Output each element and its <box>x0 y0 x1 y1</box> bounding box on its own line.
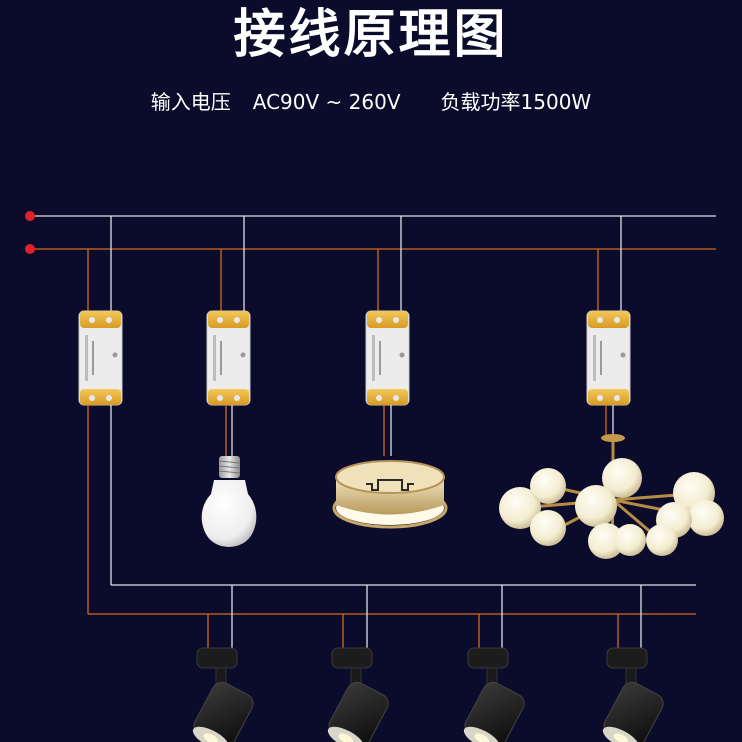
bulb-icon <box>201 456 257 547</box>
track-spotlight-icon <box>602 647 664 742</box>
controllers <box>78 310 631 406</box>
drop-wires <box>87 216 622 311</box>
track-spotlight-icon <box>192 647 254 742</box>
controller-module <box>206 310 251 406</box>
bus-wires <box>25 211 716 254</box>
track-spotlight-icon <box>327 647 389 742</box>
track-spotlight-icon <box>463 647 525 742</box>
spotlights <box>192 647 664 742</box>
ceiling-light-icon <box>332 460 448 529</box>
input-voltage-label: 输入电压 <box>150 90 231 114</box>
chandelier-icon <box>499 434 724 559</box>
controller-module <box>586 310 631 406</box>
controller-module <box>365 310 410 406</box>
output-wires <box>87 405 696 648</box>
load-power-label: 负载功率1500W <box>440 90 592 114</box>
input-voltage-value: AC90V ~ 260V <box>252 90 401 114</box>
controller-module <box>78 310 123 406</box>
neutral-terminal-dot <box>25 244 35 254</box>
spec-line: 输入电压 AC90V ~ 260V 负载功率1500W <box>0 86 742 118</box>
page-title: 接线原理图 <box>233 5 509 65</box>
live-terminal-dot <box>25 211 35 221</box>
